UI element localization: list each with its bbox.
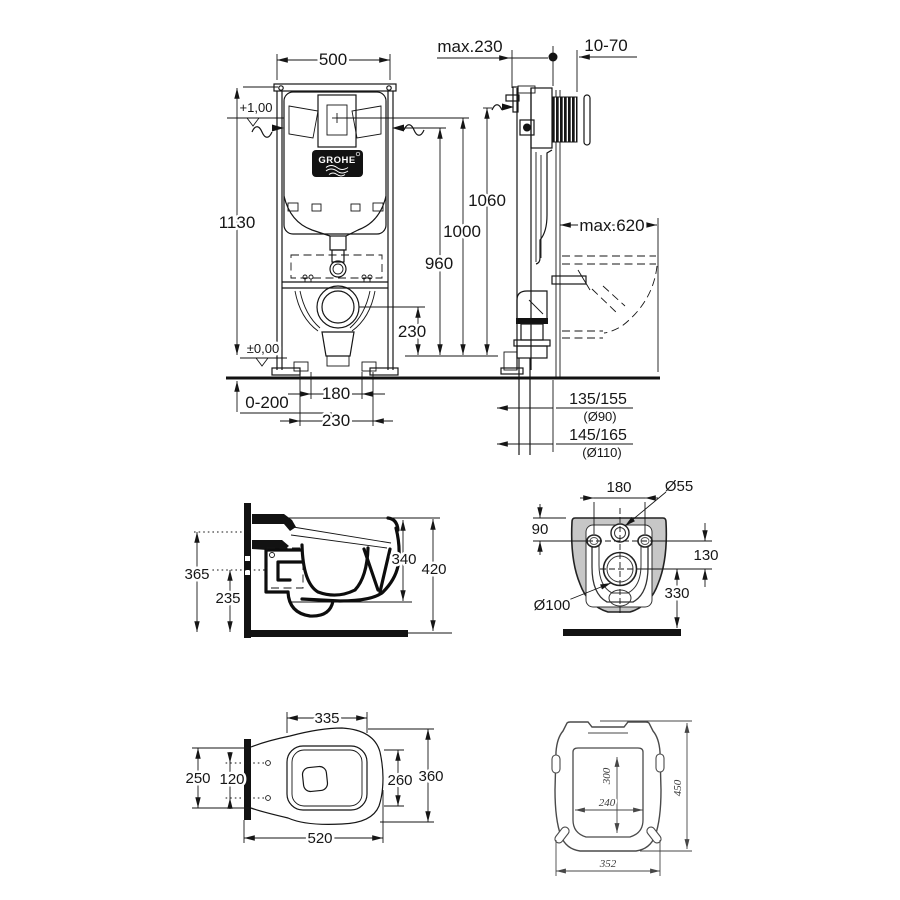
seat-outline bbox=[554, 721, 662, 852]
grohe-logo: GROHE bbox=[312, 150, 363, 177]
dim-outlet-90-dia: (Ø90) bbox=[583, 409, 616, 424]
trap-opening bbox=[301, 765, 329, 793]
inlet-hole bbox=[610, 523, 630, 543]
dim-plate-depth: 10-70 bbox=[584, 36, 627, 55]
bowl-basin bbox=[300, 543, 370, 597]
dim-top-to-bolts: 90 bbox=[532, 521, 549, 538]
frame-front-dimensions: 500 1130 960 1000 1060 230 0-200 180 230 bbox=[216, 48, 508, 433]
dim-bolts-to-drain: 130 bbox=[693, 547, 718, 564]
flush-bend-zone bbox=[290, 254, 383, 279]
seat-bumper bbox=[554, 826, 570, 844]
dim-depth-max: max.230 bbox=[437, 37, 502, 56]
water-level-arrow-left bbox=[251, 126, 273, 138]
dim-seat-width: 352 bbox=[599, 858, 617, 870]
flush-pipe bbox=[551, 275, 587, 285]
level-zero-label: ±0,00 bbox=[247, 341, 279, 356]
seat-bumper bbox=[551, 754, 561, 774]
dim-bowl-depth-max: max.620 bbox=[579, 216, 644, 235]
dim-inlet-dia: Ø55 bbox=[665, 478, 693, 495]
dim-drain-height: 230 bbox=[398, 322, 426, 341]
seat-top-view: 300 240 450 352 bbox=[551, 720, 692, 876]
bowl-side-view: 365 235 340 420 bbox=[182, 503, 452, 638]
actuator-plate bbox=[583, 94, 591, 146]
dim-seat-length: 450 bbox=[672, 779, 684, 796]
bowl-outer-profile bbox=[300, 526, 401, 603]
frame-side-view bbox=[500, 85, 658, 455]
dim-frame-height: 1130 bbox=[219, 213, 256, 232]
dim-length-total: 520 bbox=[307, 830, 332, 847]
drain-socket bbox=[316, 285, 360, 329]
seat-bumper bbox=[655, 753, 665, 773]
seat-opening bbox=[572, 747, 644, 838]
frame-front-view: GROHE bbox=[271, 83, 399, 376]
dim-235: 235 bbox=[215, 590, 240, 607]
bowl-rear-view: 180 Ø55 90 130 330 Ø100 bbox=[529, 478, 721, 636]
frame-side-dimensions: max.230 10-70 max.620 135/155 (Ø90) 145/… bbox=[437, 36, 659, 463]
dim-hinge-spacing: 120 bbox=[219, 771, 244, 788]
dim-420: 420 bbox=[421, 561, 446, 578]
bowl-outline-dashed bbox=[562, 255, 658, 339]
dim-outlet-110: 145/165 bbox=[569, 427, 627, 444]
frame-front-refs: +1,00 ±0,00 bbox=[227, 98, 514, 367]
grohe-logo-text: GROHE bbox=[318, 155, 355, 166]
dim-width-total: 360 bbox=[418, 768, 443, 785]
dim-floor-buildup: 0-200 bbox=[245, 393, 288, 412]
fixing-bolts bbox=[302, 274, 373, 282]
dim-frame-width: 500 bbox=[319, 50, 347, 69]
dim-seat-inner-width: 240 bbox=[599, 797, 616, 809]
seat-bumper bbox=[646, 826, 662, 844]
wall-bar-top bbox=[244, 739, 251, 820]
floor-bar bbox=[244, 630, 408, 637]
dim-340: 340 bbox=[391, 551, 416, 568]
dim-180: 180 bbox=[322, 384, 350, 403]
flush-unit bbox=[317, 94, 357, 148]
trap-bend bbox=[286, 590, 335, 618]
dim-inner-length: 260 bbox=[387, 772, 412, 789]
wavy-arrow-top bbox=[491, 104, 503, 111]
dim-outlet-90: 135/155 bbox=[569, 391, 627, 408]
bowl-outline bbox=[250, 727, 384, 825]
cistern-body bbox=[283, 91, 387, 235]
dim-outlet-110-dia: (Ø110) bbox=[582, 445, 622, 460]
dim-drain-dia: Ø100 bbox=[534, 597, 571, 614]
flush-plate-box bbox=[552, 96, 578, 143]
dim-drain-height-rear: 330 bbox=[664, 585, 689, 602]
dim-230: 230 bbox=[322, 411, 350, 430]
dim-rim-width: 335 bbox=[314, 710, 339, 727]
dim-back-width: 250 bbox=[185, 770, 210, 787]
dim-seat-inner-length: 300 bbox=[601, 767, 613, 785]
dim-bolt-spacing: 180 bbox=[606, 479, 631, 496]
floor-bar-rear bbox=[563, 629, 681, 636]
dim-1060: 1060 bbox=[468, 191, 506, 210]
dim-960: 960 bbox=[425, 254, 453, 273]
level-plus1-label: +1,00 bbox=[240, 100, 273, 115]
frame-top-plate bbox=[273, 83, 397, 92]
dim-365: 365 bbox=[184, 566, 209, 583]
bowl-top-view: 335 250 120 260 360 520 bbox=[183, 708, 446, 850]
dim-1000: 1000 bbox=[443, 222, 481, 241]
